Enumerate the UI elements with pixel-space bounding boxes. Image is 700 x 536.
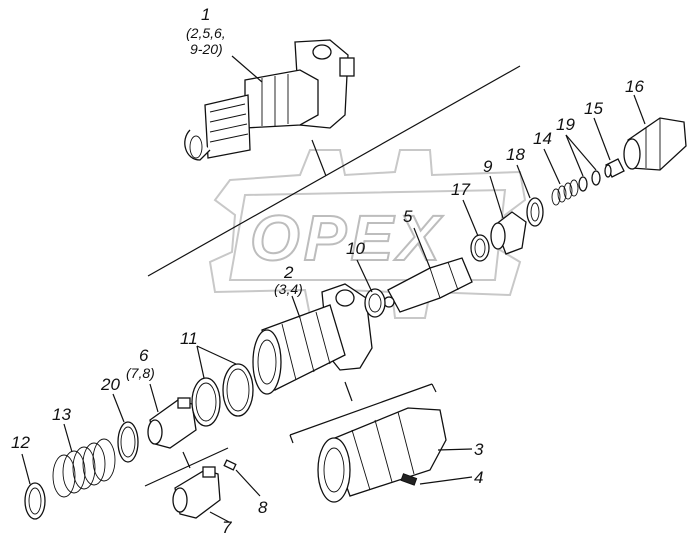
label-1-sub2: 9-20) <box>190 41 223 57</box>
part-1-assembly <box>184 39 355 161</box>
label-7: 7 <box>222 518 232 536</box>
part-15-valve <box>604 158 625 178</box>
label-2-sub: (3,4) <box>274 281 303 297</box>
label-1-sub: (2,5,6, <box>186 25 226 41</box>
label-13: 13 <box>52 405 71 424</box>
label-6-sub: (7,8) <box>126 365 155 381</box>
label-12: 12 <box>11 433 30 452</box>
label-10: 10 <box>346 239 365 258</box>
watermark: OPEX <box>208 149 527 319</box>
part-8-pin <box>223 459 237 471</box>
bracket-6 <box>144 447 229 487</box>
part-6-element <box>147 397 197 449</box>
bracket-3 <box>289 383 433 436</box>
label-6: 6 <box>139 346 149 365</box>
label-11: 11 <box>180 329 198 348</box>
label-20: 20 <box>100 375 120 394</box>
label-8: 8 <box>258 498 268 517</box>
label-1: 1 <box>201 5 210 24</box>
label-3: 3 <box>474 440 484 459</box>
axis-tick-1 <box>311 139 327 177</box>
label-4: 4 <box>474 468 483 487</box>
part-3-sleeve <box>317 407 447 503</box>
label-18: 18 <box>506 145 525 164</box>
part-16-fitting <box>623 117 687 171</box>
part-9-seat <box>490 211 527 255</box>
label-5: 5 <box>403 207 413 226</box>
label-2: 2 <box>283 263 294 282</box>
part-18-washer <box>526 197 544 227</box>
part-4-pin <box>400 473 418 486</box>
watermark-text: OPEX <box>250 202 444 274</box>
part-12-snap-ring <box>24 482 46 520</box>
label-19: 19 <box>556 115 575 134</box>
label-17: 17 <box>451 180 470 199</box>
label-9: 9 <box>483 157 493 176</box>
axis-lines <box>144 65 521 487</box>
label-15: 15 <box>584 99 603 118</box>
part-11-rings <box>191 363 254 427</box>
callout-labels: 1 (2,5,6, 9-20) 2 (3,4) 3 4 5 6 (7,8) 7 … <box>11 5 644 536</box>
part-2-body <box>252 283 373 395</box>
part-14-spring <box>551 179 579 206</box>
leader-lines <box>21 55 646 523</box>
part-13-spring <box>52 438 116 498</box>
part-17-ring <box>470 234 490 262</box>
label-14: 14 <box>533 129 552 148</box>
part-10-ring <box>364 288 386 318</box>
label-16: 16 <box>625 77 644 96</box>
main-axis-line <box>147 65 521 277</box>
part-19-washers <box>578 170 601 192</box>
part-7-element <box>172 466 221 519</box>
